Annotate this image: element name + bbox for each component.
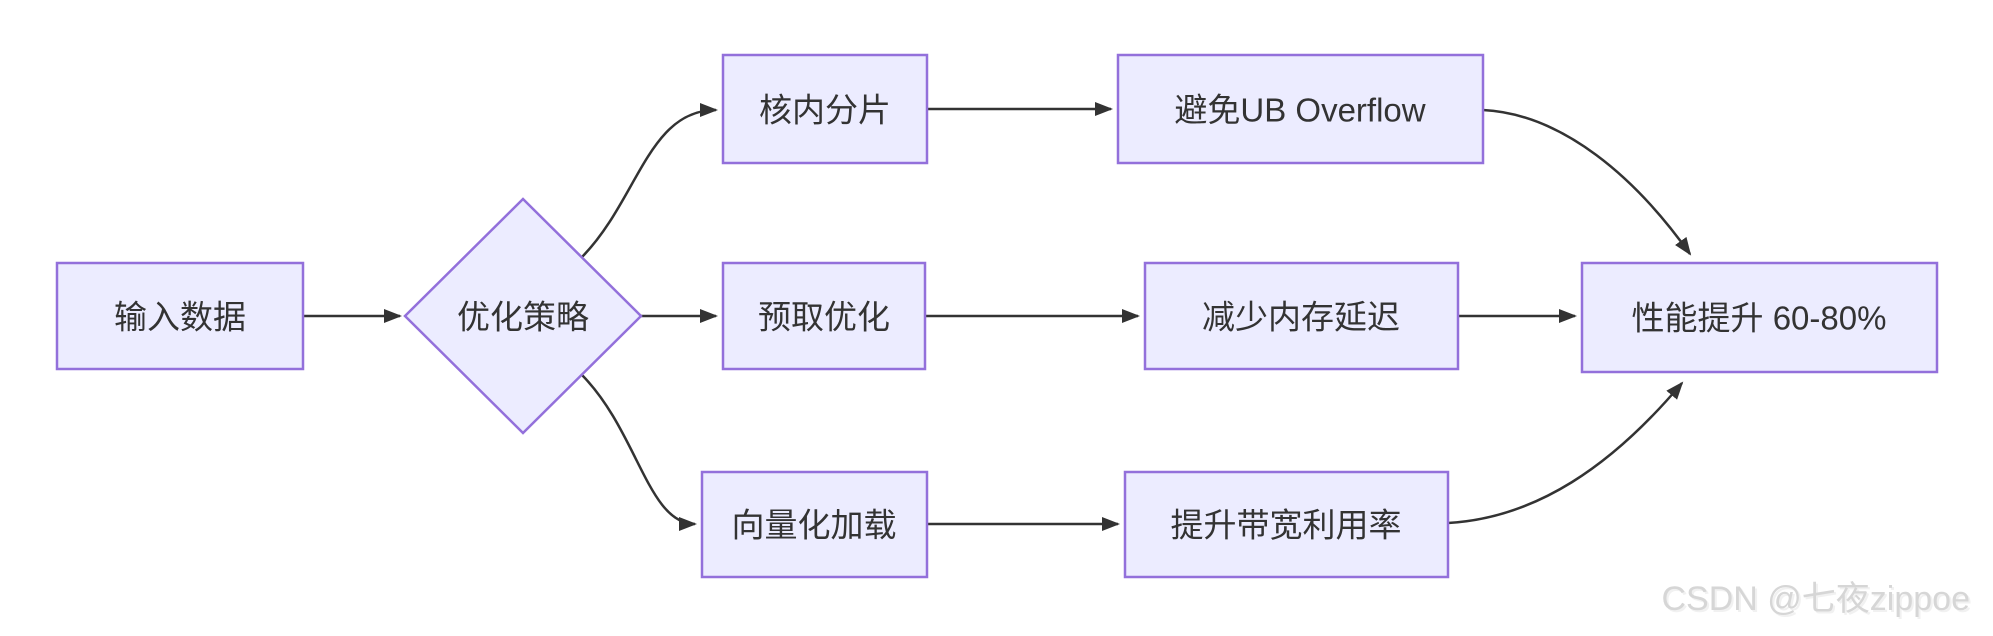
node-ub-overflow-box (1116, 53, 1485, 165)
node-prefetch-box (721, 261, 927, 371)
node-result-box (1580, 261, 1939, 374)
node-bandwidth-label: 提升带宽利用率 (1171, 507, 1402, 544)
edge-layer (303, 102, 1692, 531)
node-mem-latency-label: 减少内存延迟 (1202, 299, 1400, 336)
node-bandwidth-box (1123, 470, 1450, 579)
edge-strategy-vectorize (581, 374, 697, 531)
watermark-text: CSDN @七夜zippoe (1662, 580, 1971, 618)
node-strategy: 优化策略 (403, 197, 643, 435)
node-result: 性能提升 60-80% (1580, 261, 1939, 374)
node-vectorize: 向量化加载 (700, 470, 929, 579)
node-ub-overflow-label: 避免UB Overflow (1174, 92, 1425, 129)
node-input-label: 输入数据 (114, 299, 246, 336)
edge-bandwidth-result (1447, 381, 1684, 525)
node-prefetch-label: 预取优化 (758, 299, 890, 336)
node-tiling-label: 核内分片 (759, 92, 891, 129)
node-strategy-label: 优化策略 (457, 299, 589, 336)
node-vectorize-label: 向量化加载 (732, 507, 897, 544)
node-input-box (55, 261, 305, 371)
node-vectorize-box (700, 470, 929, 579)
node-mem-latency-box (1143, 261, 1460, 371)
watermark-shadow-text: CSDN @七夜zippoe (1664, 582, 1973, 620)
watermark: CSDN @七夜zippoe CSDN @七夜zippoe (1662, 580, 1973, 620)
node-ub-overflow: 避免UB Overflow (1116, 53, 1485, 165)
node-result-label: 性能提升 60-80% (1632, 300, 1887, 337)
node-tiling-box (721, 53, 929, 165)
edge-strategy-tiling (581, 103, 718, 258)
node-mem-latency: 减少内存延迟 (1143, 261, 1460, 371)
node-prefetch: 预取优化 (721, 261, 927, 371)
edge-ub-overflow-result (1482, 108, 1692, 256)
node-tiling: 核内分片 (721, 53, 929, 165)
node-input: 输入数据 (55, 261, 305, 371)
node-strategy-diamond (403, 197, 643, 435)
node-bandwidth: 提升带宽利用率 (1123, 470, 1450, 579)
